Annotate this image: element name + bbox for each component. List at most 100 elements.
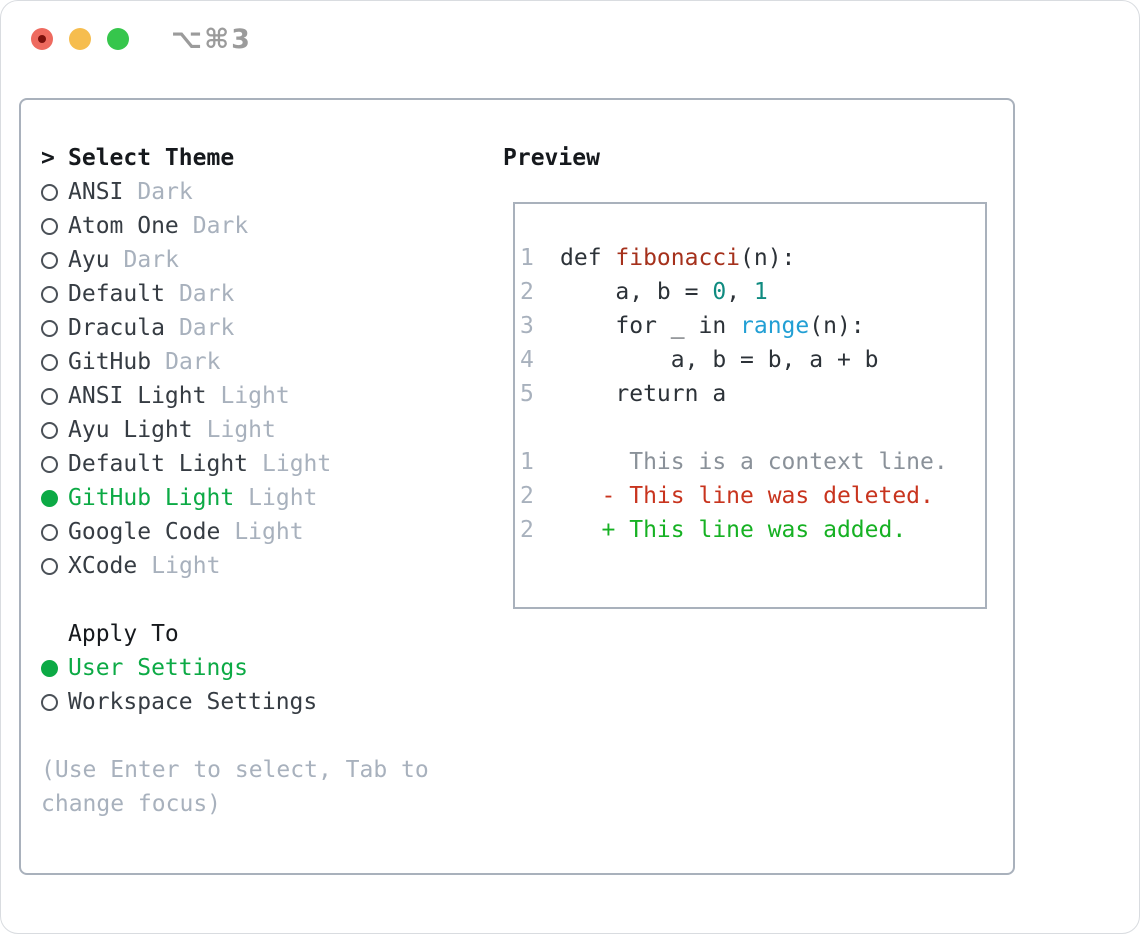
theme-name: Default Light [68, 451, 249, 477]
radio-dot-cell [41, 319, 68, 337]
preview-line: 3 for _ in range(n): [520, 309, 985, 343]
radio-icon [41, 217, 58, 235]
selection-cursor: > [41, 145, 55, 171]
apply-to-option-label: Workspace Settings [68, 689, 318, 715]
zoom-window-button[interactable] [107, 28, 129, 50]
apply-to-header: Apply To [68, 621, 179, 647]
line-number: 1 [520, 449, 534, 475]
theme-list-item[interactable]: XCode Light [41, 549, 429, 583]
theme-variant-tag: Light [151, 553, 221, 579]
radio-icon [41, 659, 58, 677]
preview-line: 5 return a [520, 377, 985, 411]
line-number: 2 [520, 517, 534, 543]
line-content: for _ in range(n): [560, 313, 865, 339]
theme-name: XCode [68, 553, 138, 579]
apply-to-option[interactable]: Workspace Settings [41, 685, 429, 719]
radio-icon [41, 557, 58, 575]
preview-line: 4 a, b = b, a + b [520, 343, 985, 377]
theme-variant-tag: Dark [123, 247, 179, 273]
theme-variant-tag: Light [220, 383, 290, 409]
preview-title: Preview [503, 145, 600, 171]
preview-line: 2 - This line was deleted. [520, 479, 985, 513]
radio-dot-cell [41, 557, 68, 575]
theme-variant-tag: Dark [192, 213, 249, 239]
line-content: This is a context line. [560, 449, 948, 475]
theme-list-item[interactable]: Google Code Light [41, 515, 429, 549]
radio-dot-cell [41, 285, 68, 303]
preview-column: Preview 1 def fibonacci(n): 2 a, b = 0, 1… [503, 141, 987, 609]
preview-line: 1 This is a context line. [520, 445, 985, 479]
code-preview-box: 1 def fibonacci(n): 2 a, b = 0, 1 3 for _… [513, 202, 987, 609]
theme-variant-tag: Dark [178, 315, 235, 341]
theme-name: Dracula [68, 315, 165, 341]
line-number: 2 [520, 483, 534, 509]
line-number: 4 [520, 347, 534, 373]
theme-name: Ayu Light [68, 417, 193, 443]
radio-dot-cell [41, 421, 68, 439]
line-content: a, b = 0, 1 [560, 279, 768, 305]
hint-line-1: (Use Enter to select, Tab to [41, 757, 429, 783]
theme-name: ANSI [68, 179, 124, 205]
preview-line [520, 411, 985, 445]
window-titlebar: ⌥⌘3 [31, 24, 252, 55]
minimize-window-button[interactable] [69, 28, 91, 50]
line-number: 2 [520, 279, 534, 305]
keyboard-hint: (Use Enter to select, Tab to change focu… [41, 753, 429, 821]
radio-dot-cell [41, 217, 68, 235]
select-theme-title: Select Theme [68, 145, 235, 171]
radio-icon [41, 489, 58, 507]
window-title: ⌥⌘3 [171, 23, 252, 55]
line-content: a, b = b, a + b [560, 347, 879, 373]
radio-icon [41, 285, 58, 303]
theme-variant-tag: Light [234, 519, 304, 545]
line-content: return a [560, 381, 727, 407]
line-content: def fibonacci(n): [560, 245, 796, 271]
line-number: 1 [520, 245, 534, 271]
hint-line-2: change focus) [41, 791, 222, 817]
theme-name: GitHub [68, 349, 152, 375]
radio-icon [41, 421, 58, 439]
theme-name: Atom One [68, 213, 179, 239]
radio-dot-cell [41, 353, 68, 371]
radio-dot-cell [41, 251, 68, 269]
theme-list-item[interactable]: Ayu Dark [41, 243, 429, 277]
radio-icon [41, 523, 58, 541]
apply-to-option-label: User Settings [68, 655, 249, 681]
line-number: 5 [520, 381, 534, 407]
theme-list-item[interactable]: Default Dark [41, 277, 429, 311]
radio-icon [41, 455, 58, 473]
radio-icon [41, 387, 58, 405]
radio-dot-cell [41, 693, 68, 711]
radio-icon [41, 353, 58, 371]
radio-dot-cell [41, 523, 68, 541]
theme-variant-tag: Light [248, 485, 318, 511]
theme-name: Google Code [68, 519, 221, 545]
radio-dot-cell [41, 659, 68, 677]
apply-to-list: User Settings Workspace Settings [41, 651, 429, 719]
radio-dot-cell [41, 489, 68, 507]
select-theme-header: > Select Theme [41, 141, 429, 175]
line-number: 3 [520, 313, 534, 339]
preview-line: 2 a, b = 0, 1 [520, 275, 985, 309]
theme-name: Ayu [68, 247, 110, 273]
radio-icon [41, 693, 58, 711]
theme-list-item[interactable]: Atom One Dark [41, 209, 429, 243]
radio-icon [41, 319, 58, 337]
preview-lines: 1 def fibonacci(n): 2 a, b = 0, 1 3 for _… [520, 241, 985, 547]
line-content: - This line was deleted. [560, 483, 934, 509]
radio-icon [41, 183, 58, 201]
close-window-button[interactable] [31, 28, 53, 50]
apply-to-option[interactable]: User Settings [41, 651, 429, 685]
theme-name: Default [68, 281, 165, 307]
theme-variant-tag: Dark [178, 281, 235, 307]
theme-list-item[interactable]: Dracula Dark [41, 311, 429, 345]
